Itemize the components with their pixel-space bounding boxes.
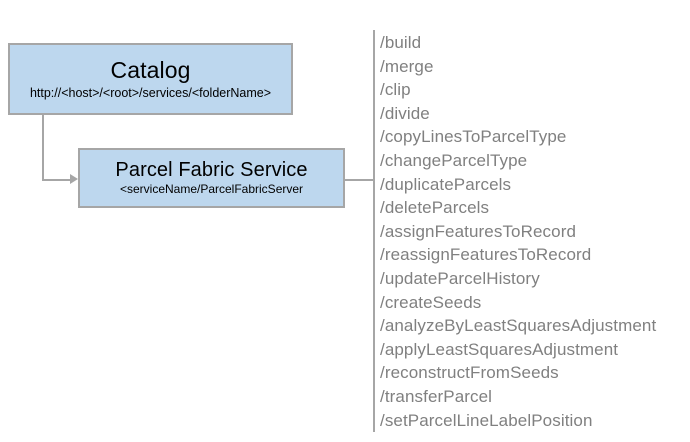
operation-item[interactable]: /copyLinesToParcelType bbox=[380, 127, 567, 147]
operation-item[interactable]: /assignFeaturesToRecord bbox=[380, 221, 577, 241]
parcel-fabric-service-node-title: Parcel Fabric Service bbox=[115, 158, 308, 181]
catalog-node-title: Catalog bbox=[110, 56, 191, 83]
operation-item[interactable]: /transferParcel bbox=[380, 386, 493, 406]
operation-item[interactable]: /reconstructFromSeeds bbox=[380, 363, 559, 383]
operation-item[interactable]: /merge bbox=[380, 56, 434, 76]
parcel-fabric-service-node-path: <serviceName/ParcelFabricServer bbox=[119, 181, 304, 196]
operation-item[interactable]: /divide bbox=[380, 103, 430, 123]
parcel-fabric-service-node: Parcel Fabric Service <serviceName/Parce… bbox=[78, 148, 345, 208]
catalog-node-url: http://<host>/<root>/services/<folderNam… bbox=[29, 85, 272, 100]
arrow-right-icon bbox=[70, 174, 78, 184]
operation-item[interactable]: /analyzeByLeastSquaresAdjustment bbox=[380, 316, 657, 336]
operation-item[interactable]: /changeParcelType bbox=[380, 150, 528, 170]
operation-item[interactable]: /reassignFeaturesToRecord bbox=[380, 245, 592, 265]
operation-item[interactable]: /setParcelLineLabelPosition bbox=[380, 410, 593, 430]
operation-item[interactable]: /clip bbox=[380, 80, 411, 100]
operation-item[interactable]: /updateParcelHistory bbox=[380, 268, 540, 288]
connector-vertical-segment bbox=[42, 115, 44, 181]
operation-item[interactable]: /duplicateParcels bbox=[380, 174, 512, 194]
catalog-node: Catalog http://<host>/<root>/services/<f… bbox=[8, 43, 293, 115]
connector-service-to-operations bbox=[345, 179, 375, 181]
operation-item[interactable]: /createSeeds bbox=[380, 292, 482, 312]
operation-item[interactable]: /deleteParcels bbox=[380, 198, 490, 218]
operation-item[interactable]: /applyLeastSquaresAdjustment bbox=[380, 339, 619, 359]
connector-horizontal-segment bbox=[42, 179, 72, 181]
operations-divider-line bbox=[373, 30, 375, 432]
operation-item[interactable]: /build bbox=[380, 33, 422, 52]
operations-list: /build/merge/clip/divide/copyLinesToParc… bbox=[380, 31, 686, 432]
